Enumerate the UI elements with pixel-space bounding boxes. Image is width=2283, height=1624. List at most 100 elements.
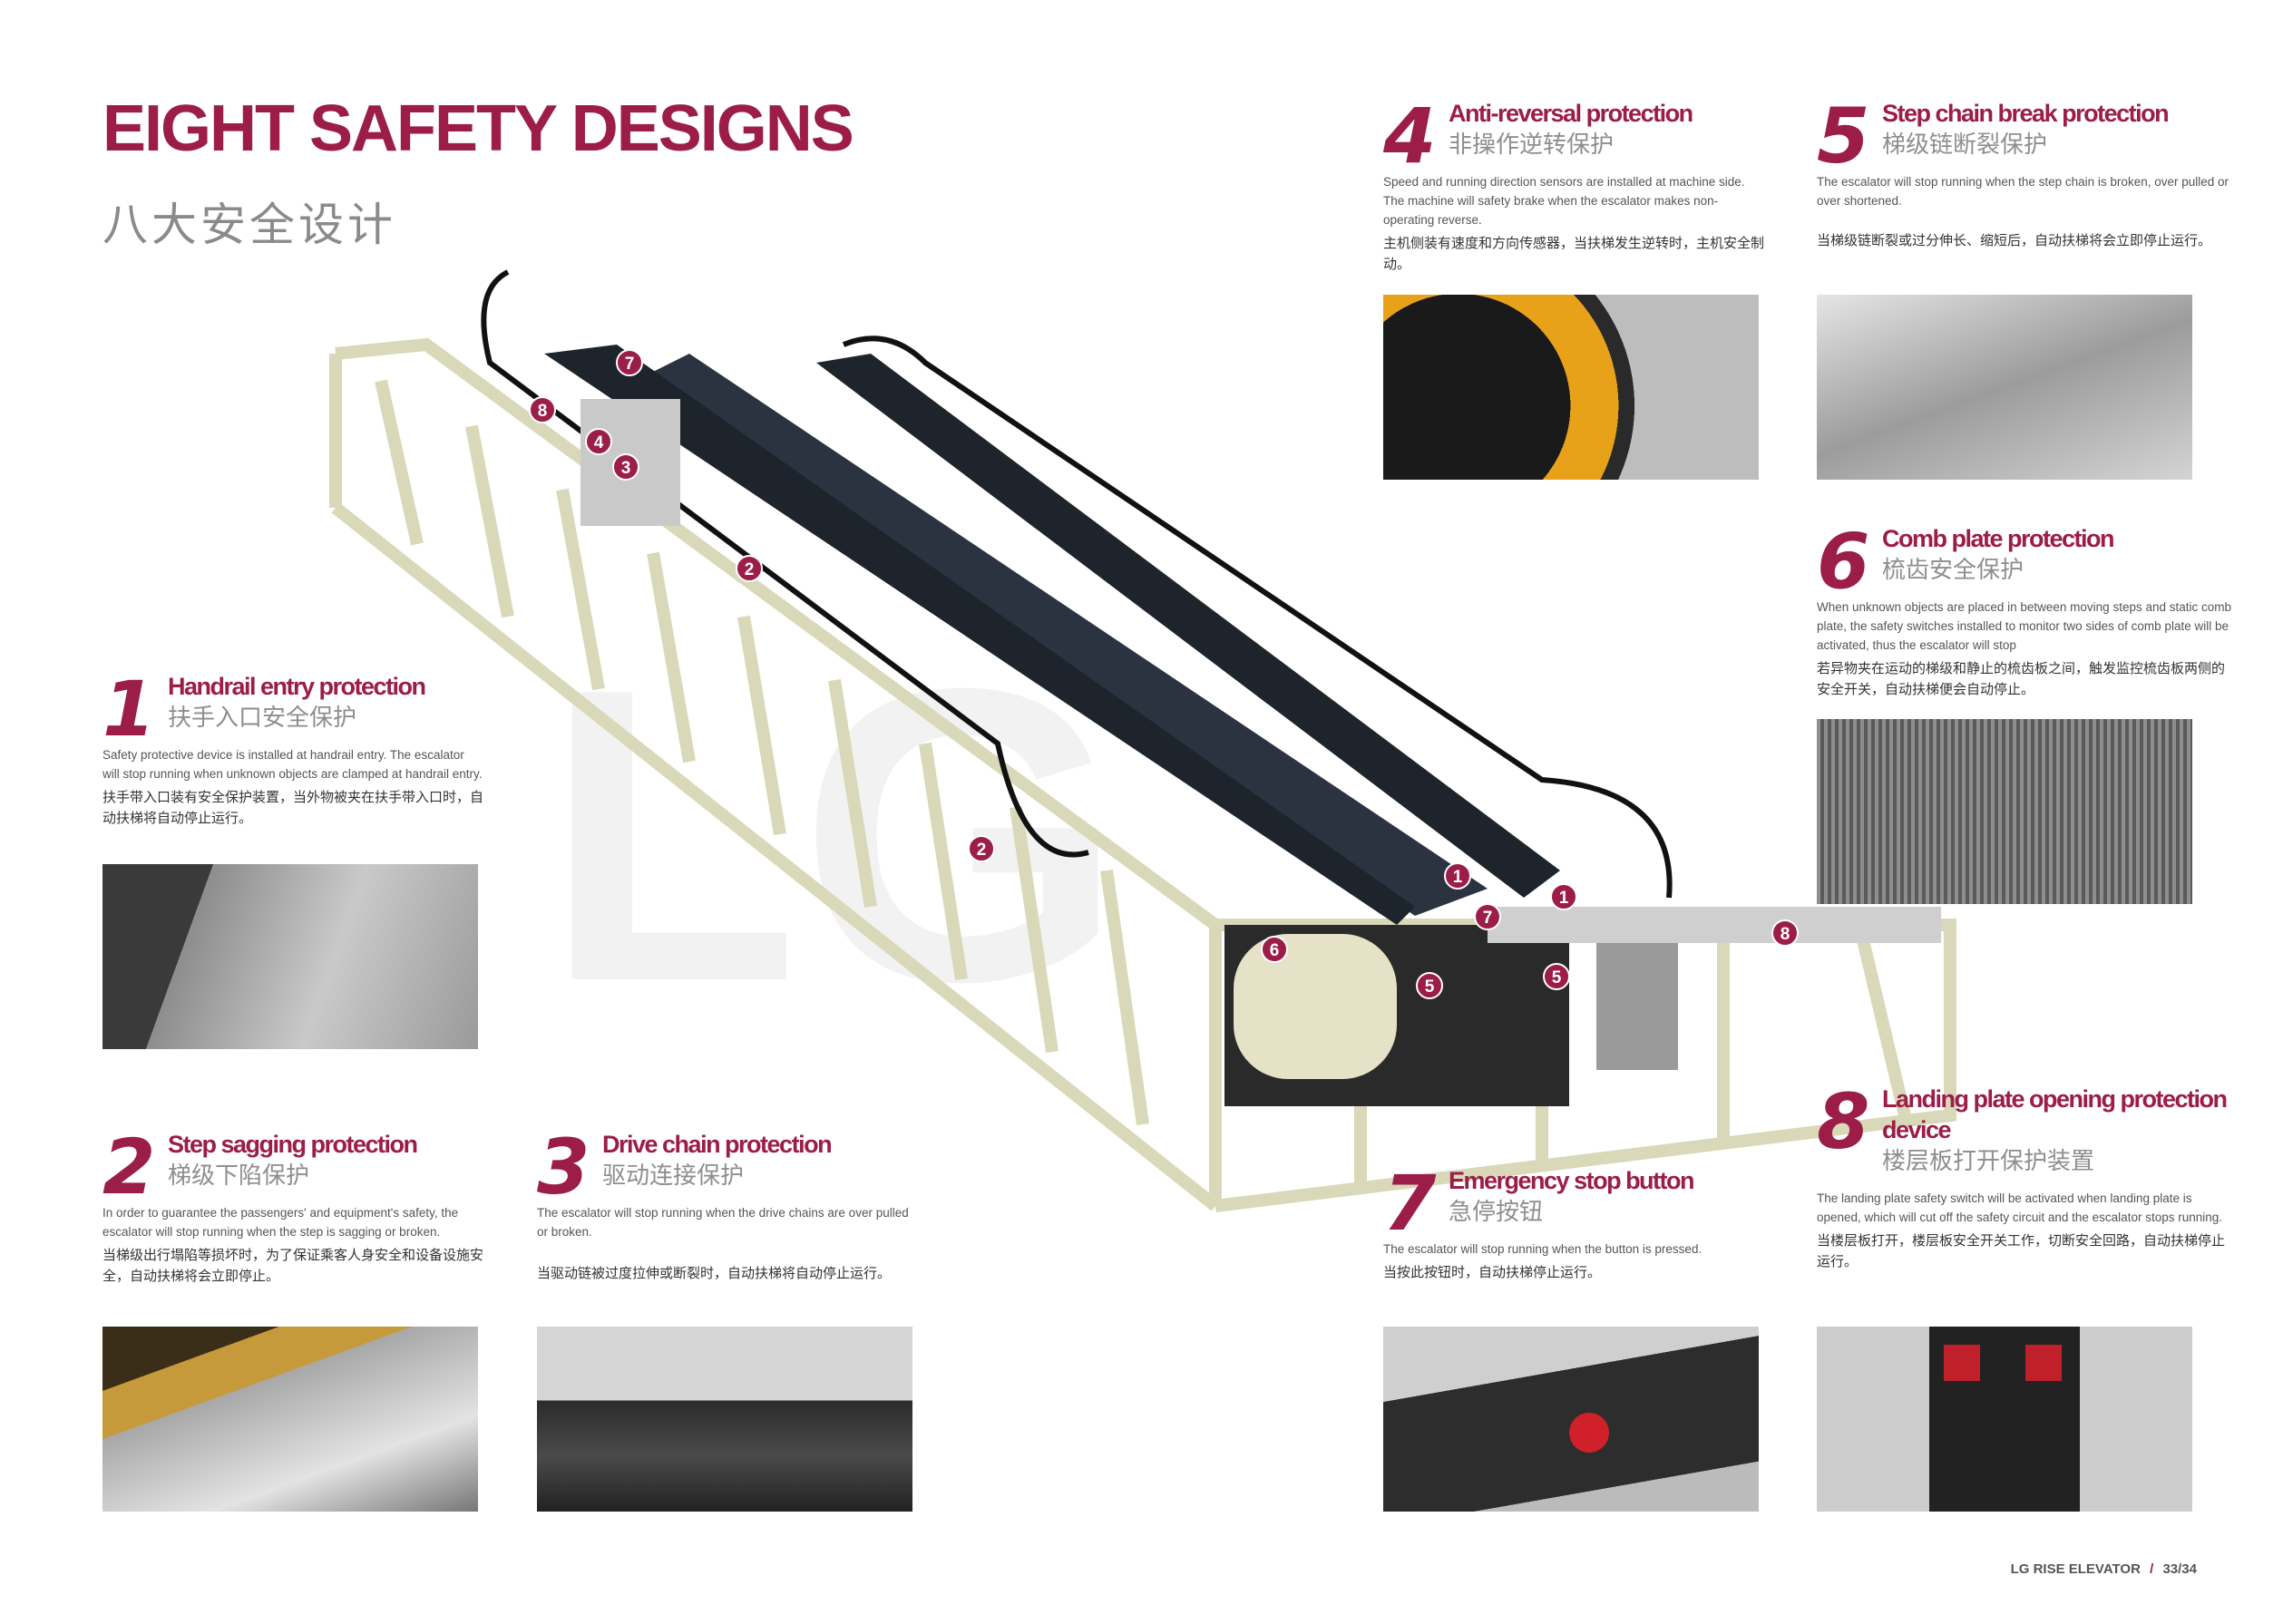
section-7: 7 Emergency stop button 急停按钮 The escalat… bbox=[1383, 1165, 1764, 1283]
section-desc-en: Safety protective device is installed at… bbox=[102, 748, 483, 781]
section-desc-zh: 当按此按钮时，自动扶梯停止运行。 bbox=[1383, 1265, 1602, 1280]
marker-circle bbox=[1771, 919, 1799, 947]
section-number: 2 bbox=[102, 1123, 156, 1211]
section-desc-zh: 当梯级出行塌陷等损坏时，为了保证乘客人身安全和设备设施安全，自动扶梯将会立即停止… bbox=[102, 1248, 484, 1284]
marker-label: 1 bbox=[1453, 868, 1463, 887]
photo-anti-reversal bbox=[1383, 295, 1759, 480]
section-number: 3 bbox=[537, 1123, 590, 1211]
footer-divider: / bbox=[2150, 1561, 2154, 1577]
marker-circle bbox=[612, 453, 639, 481]
section-number: 7 bbox=[1383, 1159, 1437, 1248]
marker-5: 5 bbox=[1416, 972, 1443, 999]
photo-drive-chain bbox=[537, 1327, 912, 1512]
section-title-cn: 非操作逆转保护 bbox=[1449, 131, 1615, 158]
section-title: Landing plate opening protection device bbox=[1882, 1085, 2228, 1143]
section-title: Drive chain protection bbox=[602, 1131, 833, 1158]
section-desc-zh: 若异物夹在运动的梯级和静止的梳齿板之间，触发监控梳齿板两侧的安全开关，自动扶梯便… bbox=[1817, 661, 2226, 697]
marker-7: 7 bbox=[1474, 903, 1501, 930]
section-desc-zh: 当楼层板打开，楼层板安全开关工作，切断安全回路，自动扶梯停止运行。 bbox=[1817, 1233, 2226, 1269]
footer: LG RISE ELEVATOR / 33/34 bbox=[2011, 1561, 2197, 1577]
section-8: 8 Landing plate opening protection devic… bbox=[1817, 1084, 2234, 1272]
section-desc-zh: 扶手带入口装有安全保护装置，当外物被夹在扶手带入口时，自动扶梯将自动停止运行。 bbox=[102, 790, 484, 826]
section-desc-en: When unknown objects are placed in betwe… bbox=[1817, 600, 2232, 652]
marker-8: 8 bbox=[1771, 919, 1799, 947]
marker-7: 7 bbox=[616, 349, 643, 376]
marker-circle bbox=[1543, 963, 1570, 990]
section-number: 4 bbox=[1383, 92, 1437, 180]
section-number: 1 bbox=[102, 665, 156, 754]
section-desc-en: The landing plate safety switch will be … bbox=[1817, 1191, 2223, 1224]
section-title: Step chain break protection bbox=[1882, 100, 2170, 127]
section-desc-en: The escalator will stop running when the… bbox=[1383, 1242, 1702, 1256]
section-title-cn: 扶手入口安全保护 bbox=[168, 704, 357, 731]
section-3: 3 Drive chain protection 驱动连接保护 The esca… bbox=[537, 1129, 918, 1284]
marker-1: 1 bbox=[1550, 883, 1577, 910]
marker-circle bbox=[1261, 936, 1288, 963]
section-number: 5 bbox=[1817, 92, 1870, 180]
steps bbox=[481, 269, 1941, 1106]
marker-label: 6 bbox=[1270, 941, 1280, 960]
marker-2: 2 bbox=[736, 555, 763, 582]
section-title: Emergency stop button bbox=[1449, 1167, 1695, 1194]
section-title-cn: 梯级链断裂保护 bbox=[1882, 131, 2048, 158]
marker-circle bbox=[585, 428, 612, 455]
marker-label: 4 bbox=[594, 433, 604, 452]
section-desc-en: The escalator will stop running when the… bbox=[537, 1206, 909, 1239]
switch-icon bbox=[1944, 1345, 1980, 1381]
section-title: Step sagging protection bbox=[168, 1131, 418, 1158]
photo-comb-plate bbox=[1817, 719, 2192, 904]
photo-step-sagging bbox=[102, 1327, 478, 1512]
photo-emergency-stop bbox=[1383, 1327, 1759, 1512]
section-title-cn: 急停按钮 bbox=[1449, 1198, 1544, 1225]
marker-2: 2 bbox=[968, 835, 995, 862]
marker-circle bbox=[616, 349, 643, 376]
section-title-cn: 梯级下陷保护 bbox=[168, 1162, 310, 1189]
section-desc-en: In order to guarantee the passengers' an… bbox=[102, 1206, 459, 1239]
marker-3: 3 bbox=[612, 453, 639, 481]
footer-page: 33/34 bbox=[2162, 1561, 2197, 1577]
section-4: 4 Anti-reversal protection 非操作逆转保护 Speed… bbox=[1383, 98, 1764, 275]
marker-circle bbox=[529, 396, 556, 423]
section-number: 6 bbox=[1817, 517, 1870, 606]
section-title: Anti-reversal protection bbox=[1449, 100, 1693, 127]
marker-circle bbox=[1444, 862, 1471, 890]
section-6: 6 Comb plate protection 梳齿安全保护 When unkn… bbox=[1817, 523, 2234, 700]
section-desc-en: Speed and running direction sensors are … bbox=[1383, 175, 1745, 227]
marker-label: 8 bbox=[538, 402, 548, 421]
marker-5: 5 bbox=[1543, 963, 1570, 990]
marker-label: 7 bbox=[1483, 909, 1493, 928]
section-title-cn: 驱动连接保护 bbox=[602, 1162, 745, 1189]
marker-circle bbox=[1416, 972, 1443, 999]
photo-step-chain bbox=[1817, 295, 2192, 480]
switch-icon bbox=[2025, 1345, 2062, 1381]
marker-circle bbox=[1550, 883, 1577, 910]
marker-label: 7 bbox=[625, 355, 635, 374]
section-desc-zh: 当驱动链被过度拉伸或断裂时，自动扶梯将自动停止运行。 bbox=[537, 1266, 892, 1281]
section-desc-zh: 当梯级链断裂或过分伸长、缩短后，自动扶梯将会立即停止运行。 bbox=[1817, 233, 2212, 248]
section-title-cn: 楼层板打开保护装置 bbox=[1882, 1147, 2095, 1174]
section-number: 8 bbox=[1817, 1077, 1870, 1166]
section-desc-zh: 主机侧装有速度和方向传感器，当扶梯发生逆转时，主机安全制动。 bbox=[1383, 236, 1765, 272]
photo-handrail-entry bbox=[102, 864, 478, 1049]
marker-label: 5 bbox=[1552, 968, 1562, 987]
marker-label: 5 bbox=[1425, 977, 1435, 997]
marker-4: 4 bbox=[585, 428, 612, 455]
section-title: Handrail entry protection bbox=[168, 673, 426, 700]
marker-label: 2 bbox=[977, 841, 987, 860]
marker-label: 2 bbox=[745, 560, 755, 579]
marker-circle bbox=[1474, 903, 1501, 930]
marker-circle bbox=[968, 835, 995, 862]
section-2: 2 Step sagging protection 梯级下陷保护 In orde… bbox=[102, 1129, 483, 1287]
stop-button-icon bbox=[1569, 1413, 1609, 1453]
marker-circle bbox=[736, 555, 763, 582]
marker-label: 3 bbox=[621, 459, 631, 478]
photo-landing-plate bbox=[1817, 1327, 2192, 1512]
section-title: Comb plate protection bbox=[1882, 525, 2115, 552]
marker-6: 6 bbox=[1261, 936, 1288, 963]
page-title: EIGHT SAFETY DESIGNS bbox=[102, 92, 854, 165]
section-desc-en: The escalator will stop running when the… bbox=[1817, 175, 2229, 208]
section-1: 1 Handrail entry protection 扶手入口安全保护 Saf… bbox=[102, 671, 483, 829]
marker-1: 1 bbox=[1444, 862, 1471, 890]
